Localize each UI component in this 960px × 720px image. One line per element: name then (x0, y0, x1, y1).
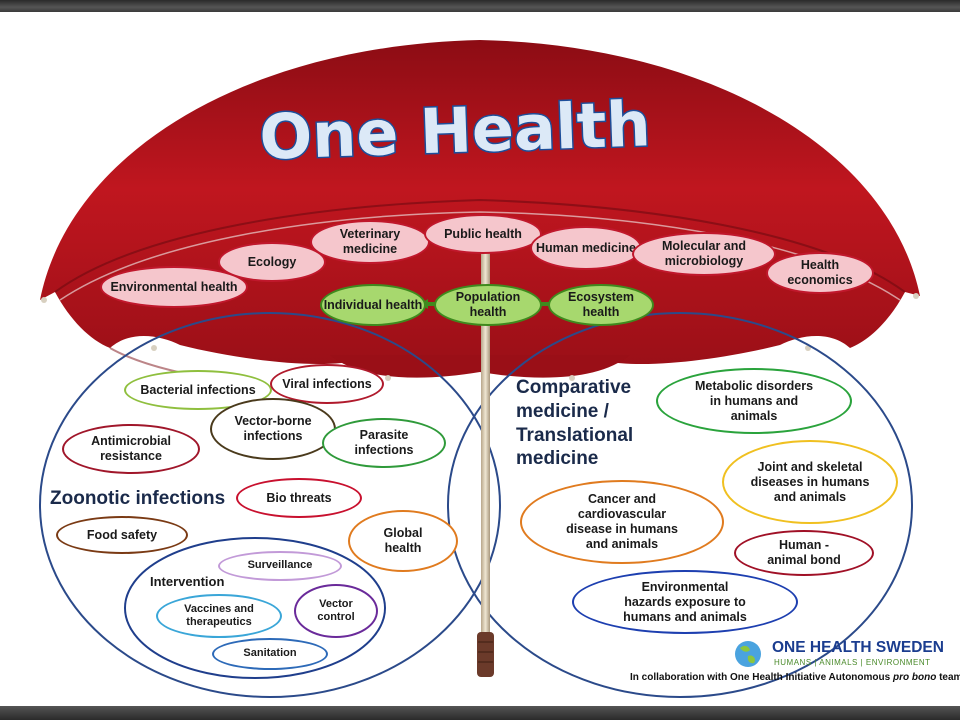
bio-threats: Bio threats (236, 478, 362, 518)
food-safety: Food safety (56, 516, 188, 554)
joint-skeletal-diseases: Joint and skeletal diseases in humans an… (722, 440, 898, 524)
credit-suffix: team (939, 672, 960, 683)
rib-tips (41, 293, 919, 381)
intervention-heading: Intervention (150, 574, 225, 589)
umbrella-shaft (481, 250, 490, 640)
discipline-environmental-health: Environmental health (100, 266, 248, 308)
right-circle-outline (447, 312, 913, 698)
credit-italic: pro bono (892, 672, 937, 683)
surveillance: Surveillance (218, 551, 342, 581)
discipline-ecology: Ecology (218, 242, 326, 282)
human-animal-bond: Human - animal bond (734, 530, 874, 576)
discipline-health-economics: Health economics (766, 252, 874, 294)
discipline-public-health: Public health (424, 214, 542, 254)
sanitation: Sanitation (212, 638, 328, 670)
one-health-sweden-logo: ONE HEALTH SWEDEN HUMANS | ANIMALS | ENV… (734, 636, 944, 674)
vector-control: Vector control (294, 584, 378, 638)
bacterial-infections: Bacterial infections (124, 370, 272, 410)
discipline-veterinary-medicine: Veterinary medicine (310, 220, 430, 264)
zoonotic-infections-heading: Zoonotic infections (50, 488, 226, 509)
ecosystem-health: Ecosystem health (548, 284, 654, 326)
vaccines-therapeutics: Vaccines and therapeutics (156, 594, 282, 638)
top-bar (0, 0, 960, 12)
metabolic-disorders: Metabolic disorders in humans and animal… (656, 368, 852, 434)
viral-infections: Viral infections (270, 364, 384, 404)
individual-health: Individual health (320, 284, 426, 326)
intervention-circle-outline (124, 537, 386, 679)
logo-globe-icon (735, 641, 761, 667)
population-health: Population health (434, 284, 542, 326)
comparative-medicine-heading: Comparative medicine / Translational med… (516, 377, 634, 470)
logo-name: ONE HEALTH SWEDEN (772, 639, 944, 656)
discipline-molecular-microbiology: Molecular and microbiology (632, 232, 776, 276)
left-circle-outline (39, 312, 501, 698)
umbrella-handle (477, 632, 494, 677)
credit-text: In collaboration with One Health Initiat… (630, 672, 891, 683)
global-health: Global health (348, 510, 458, 572)
vector-borne-infections: Vector-borne infections (210, 398, 336, 460)
discipline-human-medicine: Human medicine (530, 226, 642, 270)
parasite-infections: Parasite infections (322, 418, 446, 468)
umbrella-canopy (40, 40, 920, 371)
collaboration-credit: In collaboration with One Health Initiat… (630, 672, 960, 683)
bottom-bar (0, 706, 960, 720)
diagram-title: One Health (258, 87, 652, 174)
environmental-hazards: Environmental hazards exposure to humans… (572, 570, 798, 634)
antimicrobial-resistance: Antimicrobial resistance (62, 424, 200, 474)
cancer-cardiovascular-disease: Cancer and cardiovascular disease in hum… (520, 480, 724, 564)
logo-tagline: HUMANS | ANIMALS | ENVIRONMENT (774, 658, 931, 667)
